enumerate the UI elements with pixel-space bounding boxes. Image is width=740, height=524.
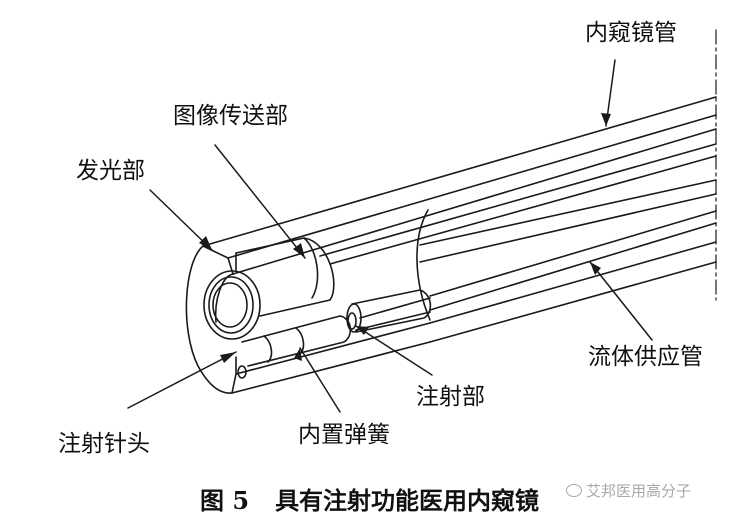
label-fluid-supply-tube: 流体供应管 bbox=[588, 344, 703, 370]
label-image-transmission: 图像传送部 bbox=[173, 103, 288, 129]
light-emitting-lens bbox=[203, 270, 261, 340]
image-transmission-body bbox=[235, 237, 335, 317]
label-endoscope-tube: 内窥镜管 bbox=[585, 20, 677, 46]
outer-tube-bottom bbox=[231, 241, 717, 394]
label-injection-needle: 注射针头 bbox=[58, 431, 150, 457]
cutaway-arc bbox=[416, 209, 431, 321]
caption-title: 具有注射功能医用内窥镜 bbox=[275, 486, 540, 515]
arrowheads bbox=[199, 113, 611, 363]
outer-tube-top bbox=[202, 96, 717, 275]
label-light-emitting: 发光部 bbox=[76, 158, 145, 184]
label-injection-part: 注射部 bbox=[416, 384, 485, 410]
watermark-text: 艾邦医用高分子 bbox=[586, 482, 692, 500]
label-internal-spring: 内置弹簧 bbox=[298, 422, 390, 448]
watermark: 艾邦医用高分子 bbox=[566, 480, 691, 501]
wechat-icon bbox=[566, 484, 582, 497]
caption-figure-number: 图 5 bbox=[200, 486, 250, 515]
internal-spring-tube bbox=[237, 315, 352, 379]
inner-channels bbox=[319, 143, 717, 331]
figure-caption: 图 5 具有注射功能医用内窥镜 bbox=[200, 489, 539, 513]
outer-tube-end-face bbox=[185, 245, 233, 394]
